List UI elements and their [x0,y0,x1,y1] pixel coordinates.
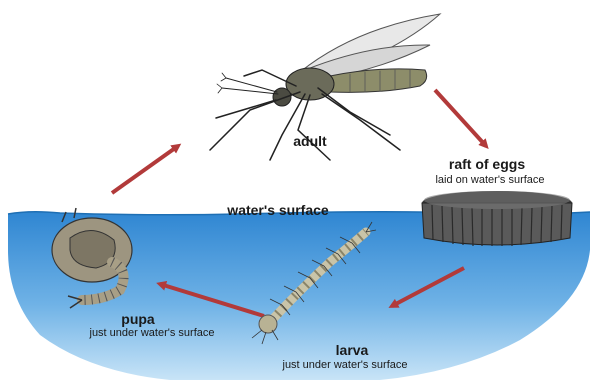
raft-of-eggs-caption: laid on water's surface [435,174,544,186]
pupa-caption: just under water's surface [90,327,215,339]
cycle-arrow-icon [435,90,486,146]
raft-of-eggs-label: raft of eggs [449,156,525,172]
pupa-label: pupa [121,311,154,327]
adult-label: adult [293,133,326,149]
cycle-arrow-icon [112,146,178,193]
larva-label: larva [336,342,369,358]
water-surface-label: water's surface [227,202,328,218]
larva-caption: just under water's surface [283,359,408,371]
egg-raft-icon [422,191,572,246]
